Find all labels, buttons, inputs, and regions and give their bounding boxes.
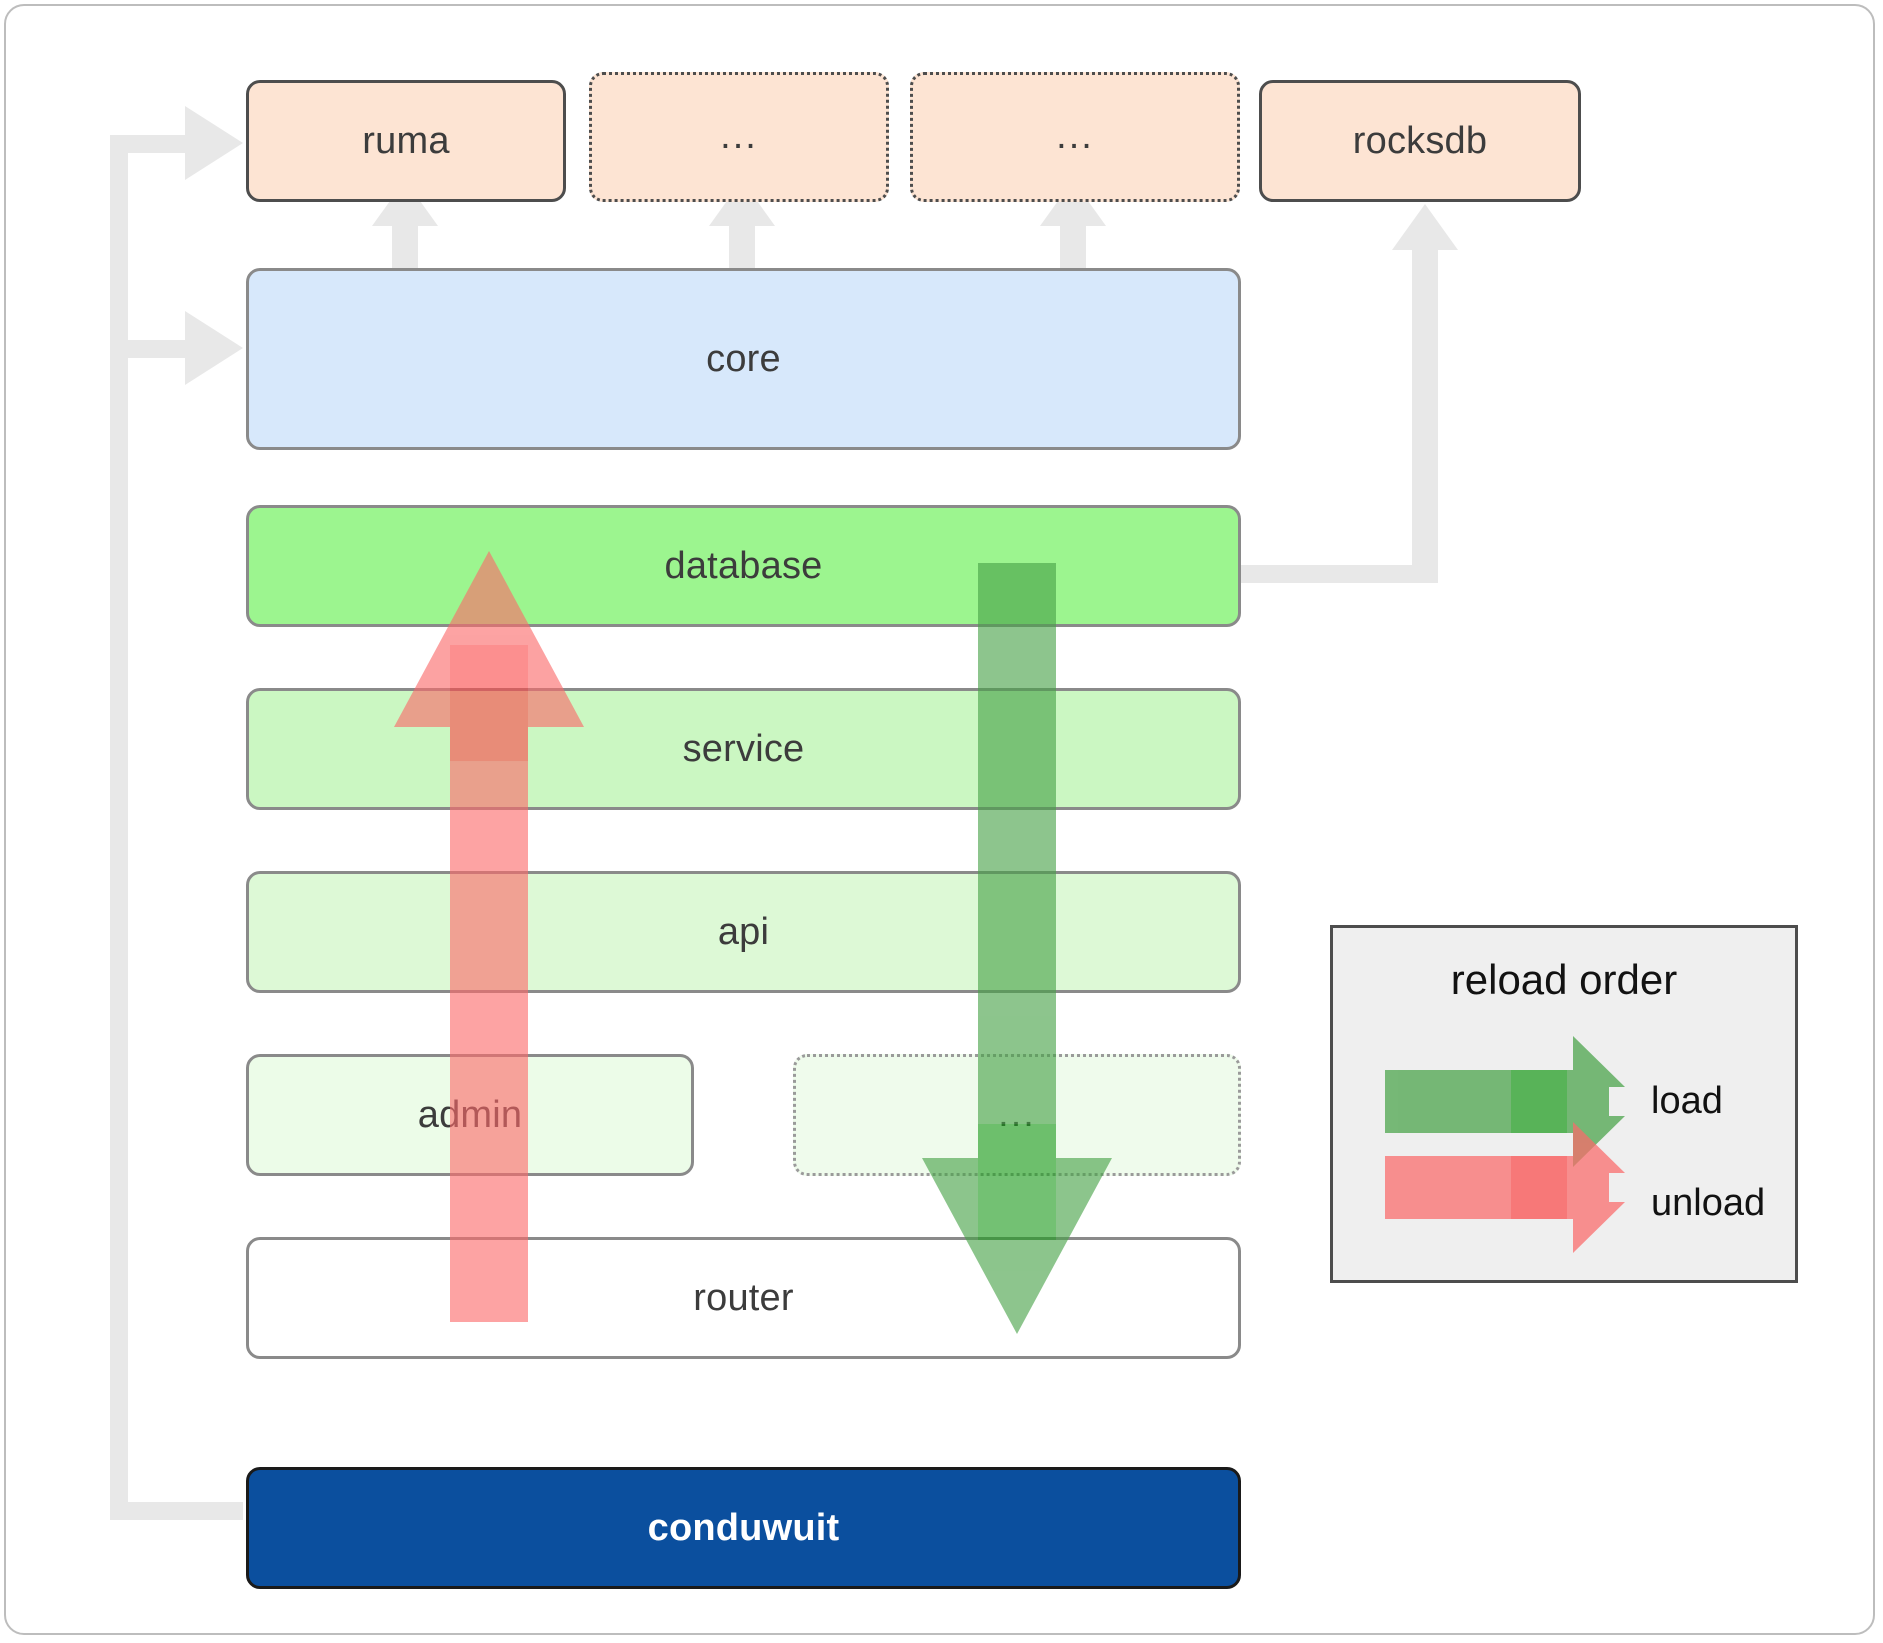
legend-arrows (1385, 1036, 1625, 1253)
node-service-label: service (682, 727, 805, 770)
node-ruma[interactable]: ruma (246, 80, 566, 202)
node-dep-ellipsis-1[interactable]: ... (589, 72, 889, 202)
node-database[interactable]: database (246, 505, 1241, 627)
node-dep-ellipsis-2[interactable]: ... (910, 72, 1240, 202)
node-database-label: database (664, 544, 823, 587)
node-dep-ellipsis-1-label: ... (720, 115, 758, 158)
diagram-frame (4, 4, 1875, 1635)
node-core[interactable]: core (246, 268, 1241, 450)
legend-box: reload order load unload (1330, 925, 1798, 1283)
legend-load-arrow (1385, 1036, 1625, 1167)
node-api[interactable]: api (246, 871, 1241, 993)
node-admin-label: admin (417, 1093, 523, 1136)
node-conduwuit-label: conduwuit (647, 1506, 840, 1549)
node-admin[interactable]: admin (246, 1054, 694, 1176)
node-core-label: core (706, 337, 781, 380)
node-router-label: router (693, 1276, 794, 1319)
legend-label-unload: unload (1651, 1182, 1766, 1224)
node-layer-ellipsis[interactable]: ... (793, 1054, 1241, 1176)
node-router[interactable]: router (246, 1237, 1241, 1359)
node-api-label: api (717, 910, 770, 953)
node-layer-ellipsis-label: ... (998, 1093, 1036, 1136)
legend-unload-arrow (1385, 1122, 1625, 1253)
legend-title: reload order (1450, 956, 1678, 1003)
node-rocksdb[interactable]: rocksdb (1259, 80, 1581, 202)
node-ruma-label: ruma (362, 119, 450, 162)
node-conduwuit[interactable]: conduwuit (246, 1467, 1241, 1589)
legend-label-load: load (1651, 1080, 1723, 1122)
node-dep-ellipsis-2-label: ... (1056, 115, 1094, 158)
node-rocksdb-label: rocksdb (1352, 119, 1488, 162)
node-service[interactable]: service (246, 688, 1241, 810)
